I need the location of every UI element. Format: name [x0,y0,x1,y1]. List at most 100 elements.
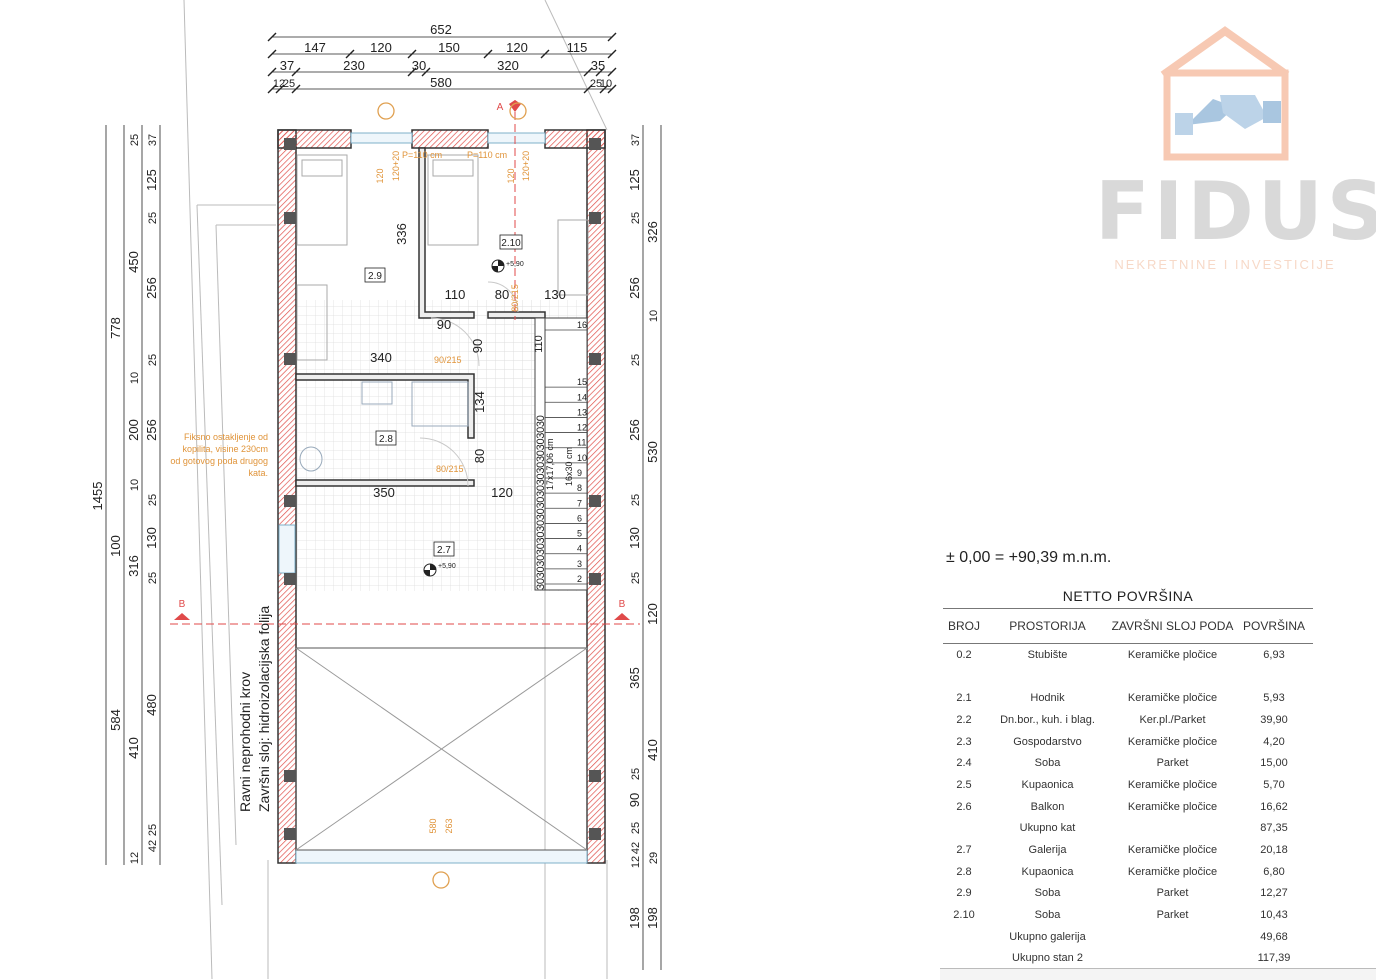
dim-right: 365 [627,667,642,689]
dimension-tick [267,84,277,94]
dimension-tick [540,49,550,59]
dim-right: 130 [627,527,642,549]
floor-finish: Ker.pl./Parket [1139,713,1206,726]
column [284,353,296,365]
dim-left: 25 [147,824,159,836]
room-tag: 2.10 [501,238,521,249]
wall-top [411,129,489,149]
room-tag-box [499,234,523,250]
dim-interior: 80 [495,287,509,302]
axis-marker [432,871,450,889]
room-area: 12,27 [1260,887,1288,900]
dim-top: 580 [430,75,452,90]
dim-left: 100 [108,535,123,557]
dim-right: 256 [627,277,642,299]
room-area: 117,39 [1257,952,1291,965]
dimension-tick [607,49,617,59]
dim-right: 42 [630,842,642,854]
dim-left: 130 [144,527,159,549]
room-tag-box [364,267,386,283]
dimension-tick [407,49,417,59]
dimension-tick [275,84,285,94]
wardrobe [296,284,328,361]
staircase [534,317,588,591]
floor-finish: Keramičke pločice [1127,648,1218,661]
room-area: 39,90 [1260,713,1288,726]
floor-finish: Parket [1156,757,1189,770]
dim-interior: 110 [445,287,466,302]
door-swing [430,317,480,367]
dim-interior: 110 [533,335,545,353]
room-tag-box [433,541,455,557]
column-header: ZAVRŠNI SLOJ PODA [1110,608,1235,644]
dimension-tick [483,49,493,59]
section-arrow [614,613,630,620]
dimension-tick [595,67,605,77]
room-number: 2.7 [956,844,972,857]
section-mark: B [619,599,626,610]
floor-finish: Keramičke pločice [1127,844,1218,857]
hand-right [1220,95,1267,129]
room-name: Dn.bor., kuh. i blag. [1000,713,1095,726]
interior-wall [418,147,475,319]
dimension-tick [583,67,593,77]
section-mark: B [179,599,186,610]
dim-top-total: 652 [430,22,452,37]
room-number: 2.10 [953,909,975,922]
dim-left: 450 [126,251,141,273]
stair-treads [545,329,587,585]
window-top-left [350,132,413,144]
dim-left: 10 [129,479,141,491]
column [284,138,296,150]
dimension-tick [345,49,355,59]
dimension-tick [291,84,301,94]
room-name: Ukupno galerija [1009,930,1086,943]
column [284,770,296,782]
floor-finish: Parket [1156,887,1189,900]
dimension-tick [583,84,593,94]
interior-wall [295,373,475,439]
house-roof [1160,26,1290,79]
dim-right: 198 [627,907,642,929]
floor-finish: Keramičke pločice [1127,865,1218,878]
roof-edge [196,204,223,906]
shower [411,381,469,427]
room-area: 6,80 [1263,865,1285,878]
stair-step-number: 13 [577,407,587,417]
pillow [301,159,343,177]
room-area: 5,70 [1263,778,1285,791]
column [589,828,601,840]
window-label: P=110 cm [402,150,442,160]
column [589,573,601,585]
stair-step-number: 15 [577,377,587,387]
dimension-tick [407,67,417,77]
company-logo: FIDUS NEKRETNINE I INVESTICIJE [1095,25,1376,280]
glazing-note: kata. [248,468,268,478]
house-body [1163,69,1289,161]
floor-finish [1110,818,1235,840]
column [589,138,601,150]
room-area: 5,93 [1263,692,1285,705]
column [284,212,296,224]
room-name: Balkon [1030,800,1065,813]
dimension-tick [607,67,617,77]
dim-top: 320 [497,58,519,73]
axis-marker [509,102,527,120]
dim-interior: 350 [373,485,395,500]
dim-top: 150 [438,40,460,55]
toilet [299,446,323,472]
stair-step-number: 5 [577,529,582,539]
dimension-lines-top [272,36,612,90]
dim-left: 25 [147,354,159,366]
room-name: Kupaonica [1021,778,1074,791]
dim-left: 256 [144,419,159,441]
level-marker [491,259,505,273]
dim-left: 12 [129,852,141,864]
dim-right: 37 [630,134,642,146]
room-tag-box [375,430,397,446]
stair-step-number: 14 [577,392,587,402]
dimension-tick [607,32,617,42]
